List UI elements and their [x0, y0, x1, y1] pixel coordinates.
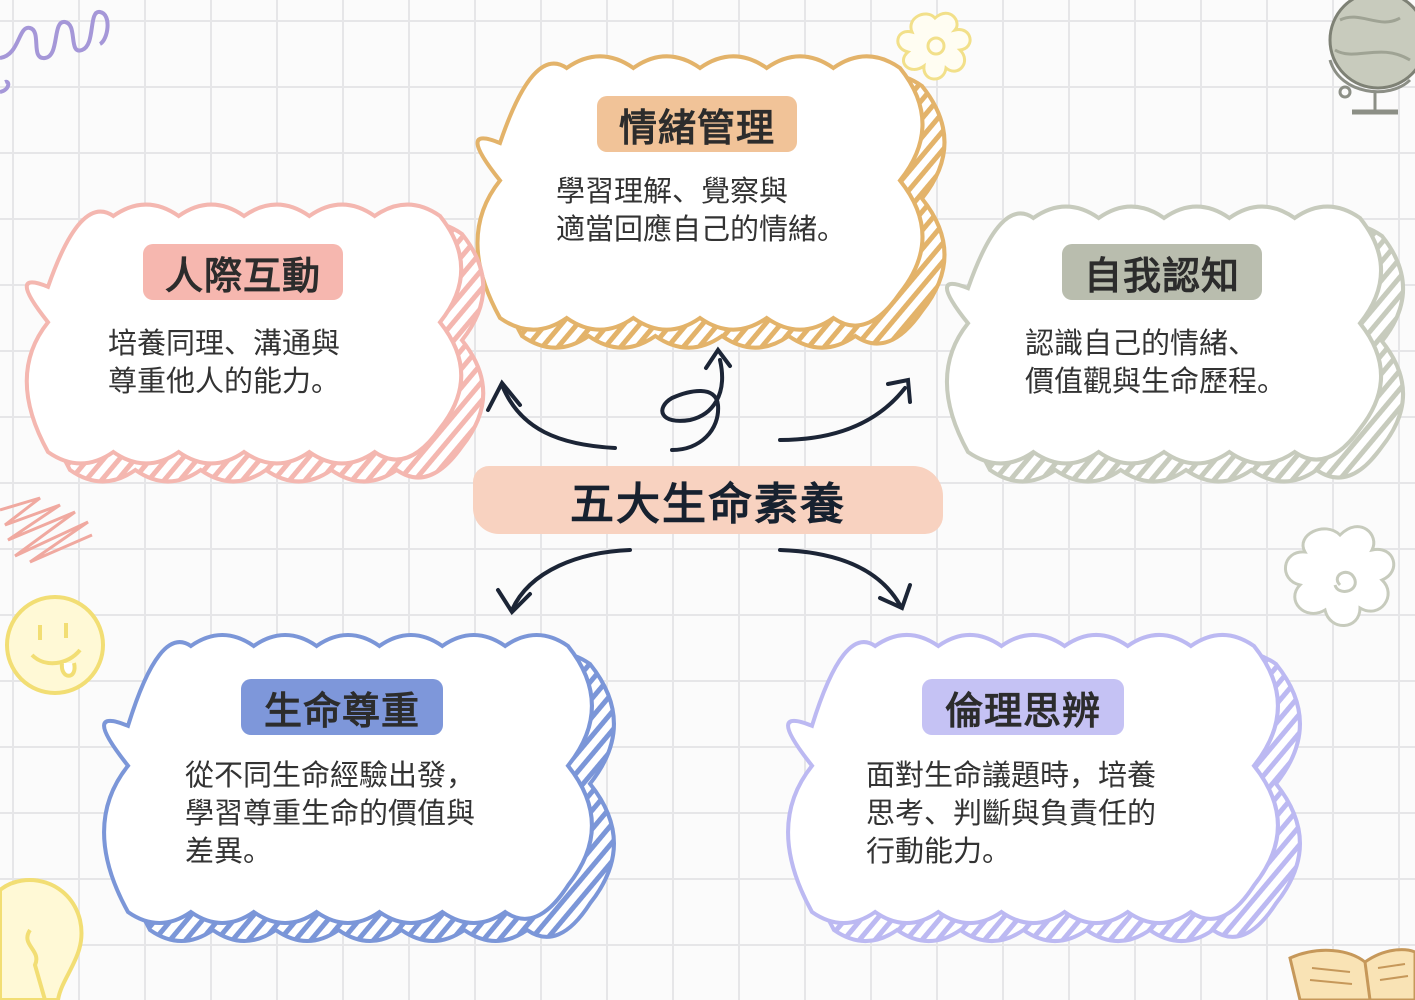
arrow-to-interpersonal [486, 379, 617, 450]
globe-icon [1328, 0, 1415, 115]
node-title-ethics: 倫理思辨 [922, 679, 1124, 735]
node-body-respect: 從不同生命經驗出發， 學習尊重生命的價值與 差異。 [185, 758, 476, 868]
node-body-ethics: 面對生命議題時，培養 思考、判斷與負責任的 行動能力。 [866, 758, 1157, 868]
lightbulb-icon [0, 878, 84, 1000]
cloud-interpersonal [24, 202, 486, 484]
arrow-to-self [778, 377, 912, 442]
node-title-interpersonal: 人際互動 [143, 244, 343, 300]
book-icon [1288, 948, 1415, 1000]
node-body-interpersonal: 培養同理、溝通與 尊重他人的能力。 [108, 326, 341, 398]
cloud-respect-outline [102, 633, 594, 925]
smiley-icon [5, 595, 105, 695]
cloud-interpersonal-outline [24, 202, 464, 466]
center-title: 五大生命素養 [473, 466, 943, 534]
node-body-self: 認識自己的情緒、 價值觀與生命歷程。 [1025, 326, 1287, 398]
spiral-icon [0, 10, 110, 94]
node-body-emotion: 學習理解、覺察與 適當回應自己的情緒。 [556, 174, 847, 246]
node-title-respect: 生命尊重 [241, 679, 443, 735]
node-title-emotion: 情緒管理 [597, 96, 797, 152]
arrow-to-emotion [660, 346, 732, 452]
cloud-ethics-outline [786, 633, 1280, 925]
flower-icon [896, 11, 972, 81]
scribble-icon [0, 496, 93, 564]
cloud-self-outline [944, 204, 1384, 466]
node-title-self: 自我認知 [1062, 244, 1262, 300]
flower-icon [1283, 525, 1396, 627]
arrow-to-respect [496, 548, 632, 616]
cloud-emotion-outline [475, 54, 925, 332]
arrow-to-ethics [778, 548, 912, 611]
